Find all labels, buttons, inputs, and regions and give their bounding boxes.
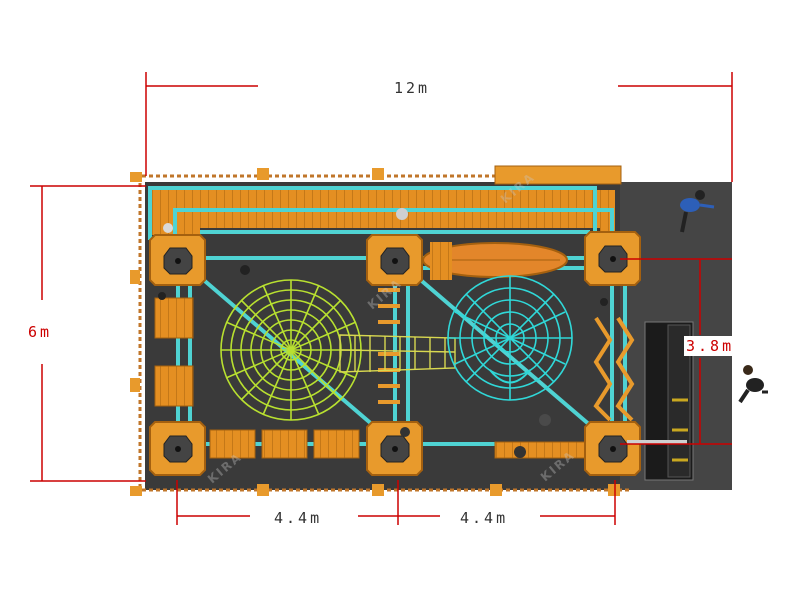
bottom-plank-row	[209, 429, 586, 459]
top-walkway	[150, 190, 615, 235]
dimension-label-left-span: 4.4m	[274, 509, 322, 527]
person-figure-right	[738, 365, 768, 404]
boat-deck-left	[430, 242, 452, 280]
tower-top-right	[584, 231, 641, 286]
dimension-inner-depth	[620, 258, 732, 445]
gate-bar	[627, 440, 687, 444]
tower-bottom-left	[149, 421, 206, 476]
perimeter-rail	[130, 168, 632, 496]
dimension-label-right-span: 4.4m	[460, 509, 508, 527]
right-zigzag-net	[593, 316, 613, 422]
small-figures	[158, 208, 608, 458]
dimension-bottom-spans	[176, 480, 616, 525]
dimension-overall-width	[145, 72, 733, 182]
person-figure-top-right	[680, 190, 715, 233]
dimension-label-overall-width: 12m	[394, 79, 430, 97]
cyan-spider-web	[447, 275, 573, 401]
top-bench	[494, 165, 622, 185]
inner-depth-label-bg	[684, 336, 732, 356]
left-plank-panels	[154, 297, 194, 407]
dimension-overall-depth	[30, 185, 146, 482]
dimension-label-inner-depth: 3.8m	[686, 337, 734, 355]
dimension-label-overall-depth: 6m	[28, 323, 52, 341]
green-spider-web	[220, 279, 362, 421]
tower-bottom-middle	[366, 421, 423, 476]
tower-top-left	[149, 234, 206, 286]
tower-bottom-right	[584, 421, 641, 476]
tower-top-middle	[366, 234, 423, 286]
right-zigzag-net-b	[615, 316, 635, 422]
